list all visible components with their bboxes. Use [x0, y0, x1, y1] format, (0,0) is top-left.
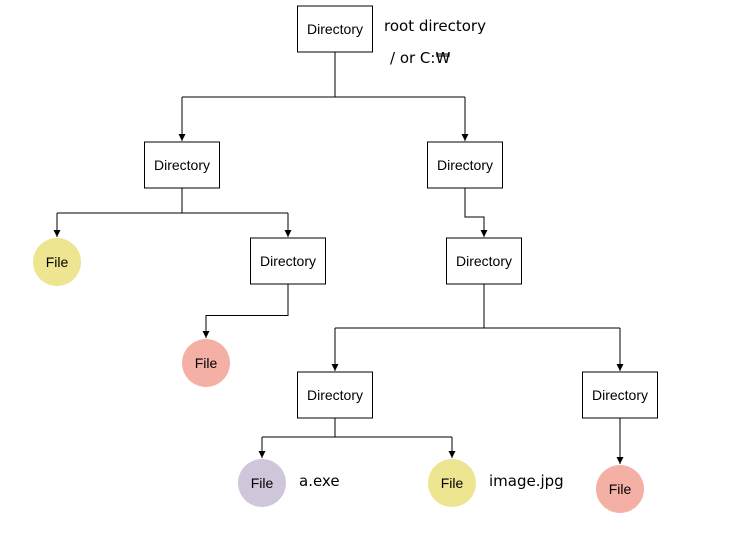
directory-box — [582, 371, 658, 419]
directory-label: Directory — [260, 253, 316, 269]
exe-file-note: a.exe — [299, 472, 340, 490]
directory-label: Directory — [592, 387, 648, 403]
file-circle — [33, 238, 81, 286]
directory-node-d3: Directory — [250, 237, 326, 285]
root-directory-note: root directory — [384, 17, 486, 35]
directory-node-d5: Directory — [297, 371, 373, 419]
directory-box — [446, 237, 522, 285]
directory-node-d2: Directory — [427, 141, 503, 189]
file-label: File — [46, 254, 69, 270]
directory-node-d6: Directory — [582, 371, 658, 419]
directory-label: Directory — [307, 21, 363, 37]
file-label: File — [609, 481, 632, 497]
file-circle — [182, 339, 230, 387]
file-node-f1: File — [33, 238, 81, 286]
directory-label: Directory — [154, 157, 210, 173]
file-node-f3: File — [238, 459, 286, 507]
file-label: File — [195, 355, 218, 371]
file-node-f5: File — [596, 465, 644, 513]
directory-node-d4: Directory — [446, 237, 522, 285]
directory-box — [297, 5, 373, 53]
directory-label: Directory — [456, 253, 512, 269]
edge-d3-f2 — [202, 284, 289, 338]
directory-label: Directory — [437, 157, 493, 173]
directory-box — [144, 141, 220, 189]
directory-node-d0: Directory — [297, 5, 373, 53]
edge-d2-d4 — [464, 188, 488, 237]
file-circle — [238, 459, 286, 507]
directory-label: Directory — [307, 387, 363, 403]
file-label: File — [441, 475, 464, 491]
file-label: File — [251, 475, 274, 491]
directory-node-d1: Directory — [144, 141, 220, 189]
file-circle — [428, 459, 476, 507]
file-node-f4: File — [428, 459, 476, 507]
directory-box — [250, 237, 326, 285]
tree-edges — [53, 52, 624, 464]
jpg-file-note: image.jpg — [489, 472, 564, 490]
file-circle — [596, 465, 644, 513]
file-node-f2: File — [182, 339, 230, 387]
directory-box — [297, 371, 373, 419]
directory-box — [427, 141, 503, 189]
root-path-note: / or C:₩ — [390, 49, 450, 67]
